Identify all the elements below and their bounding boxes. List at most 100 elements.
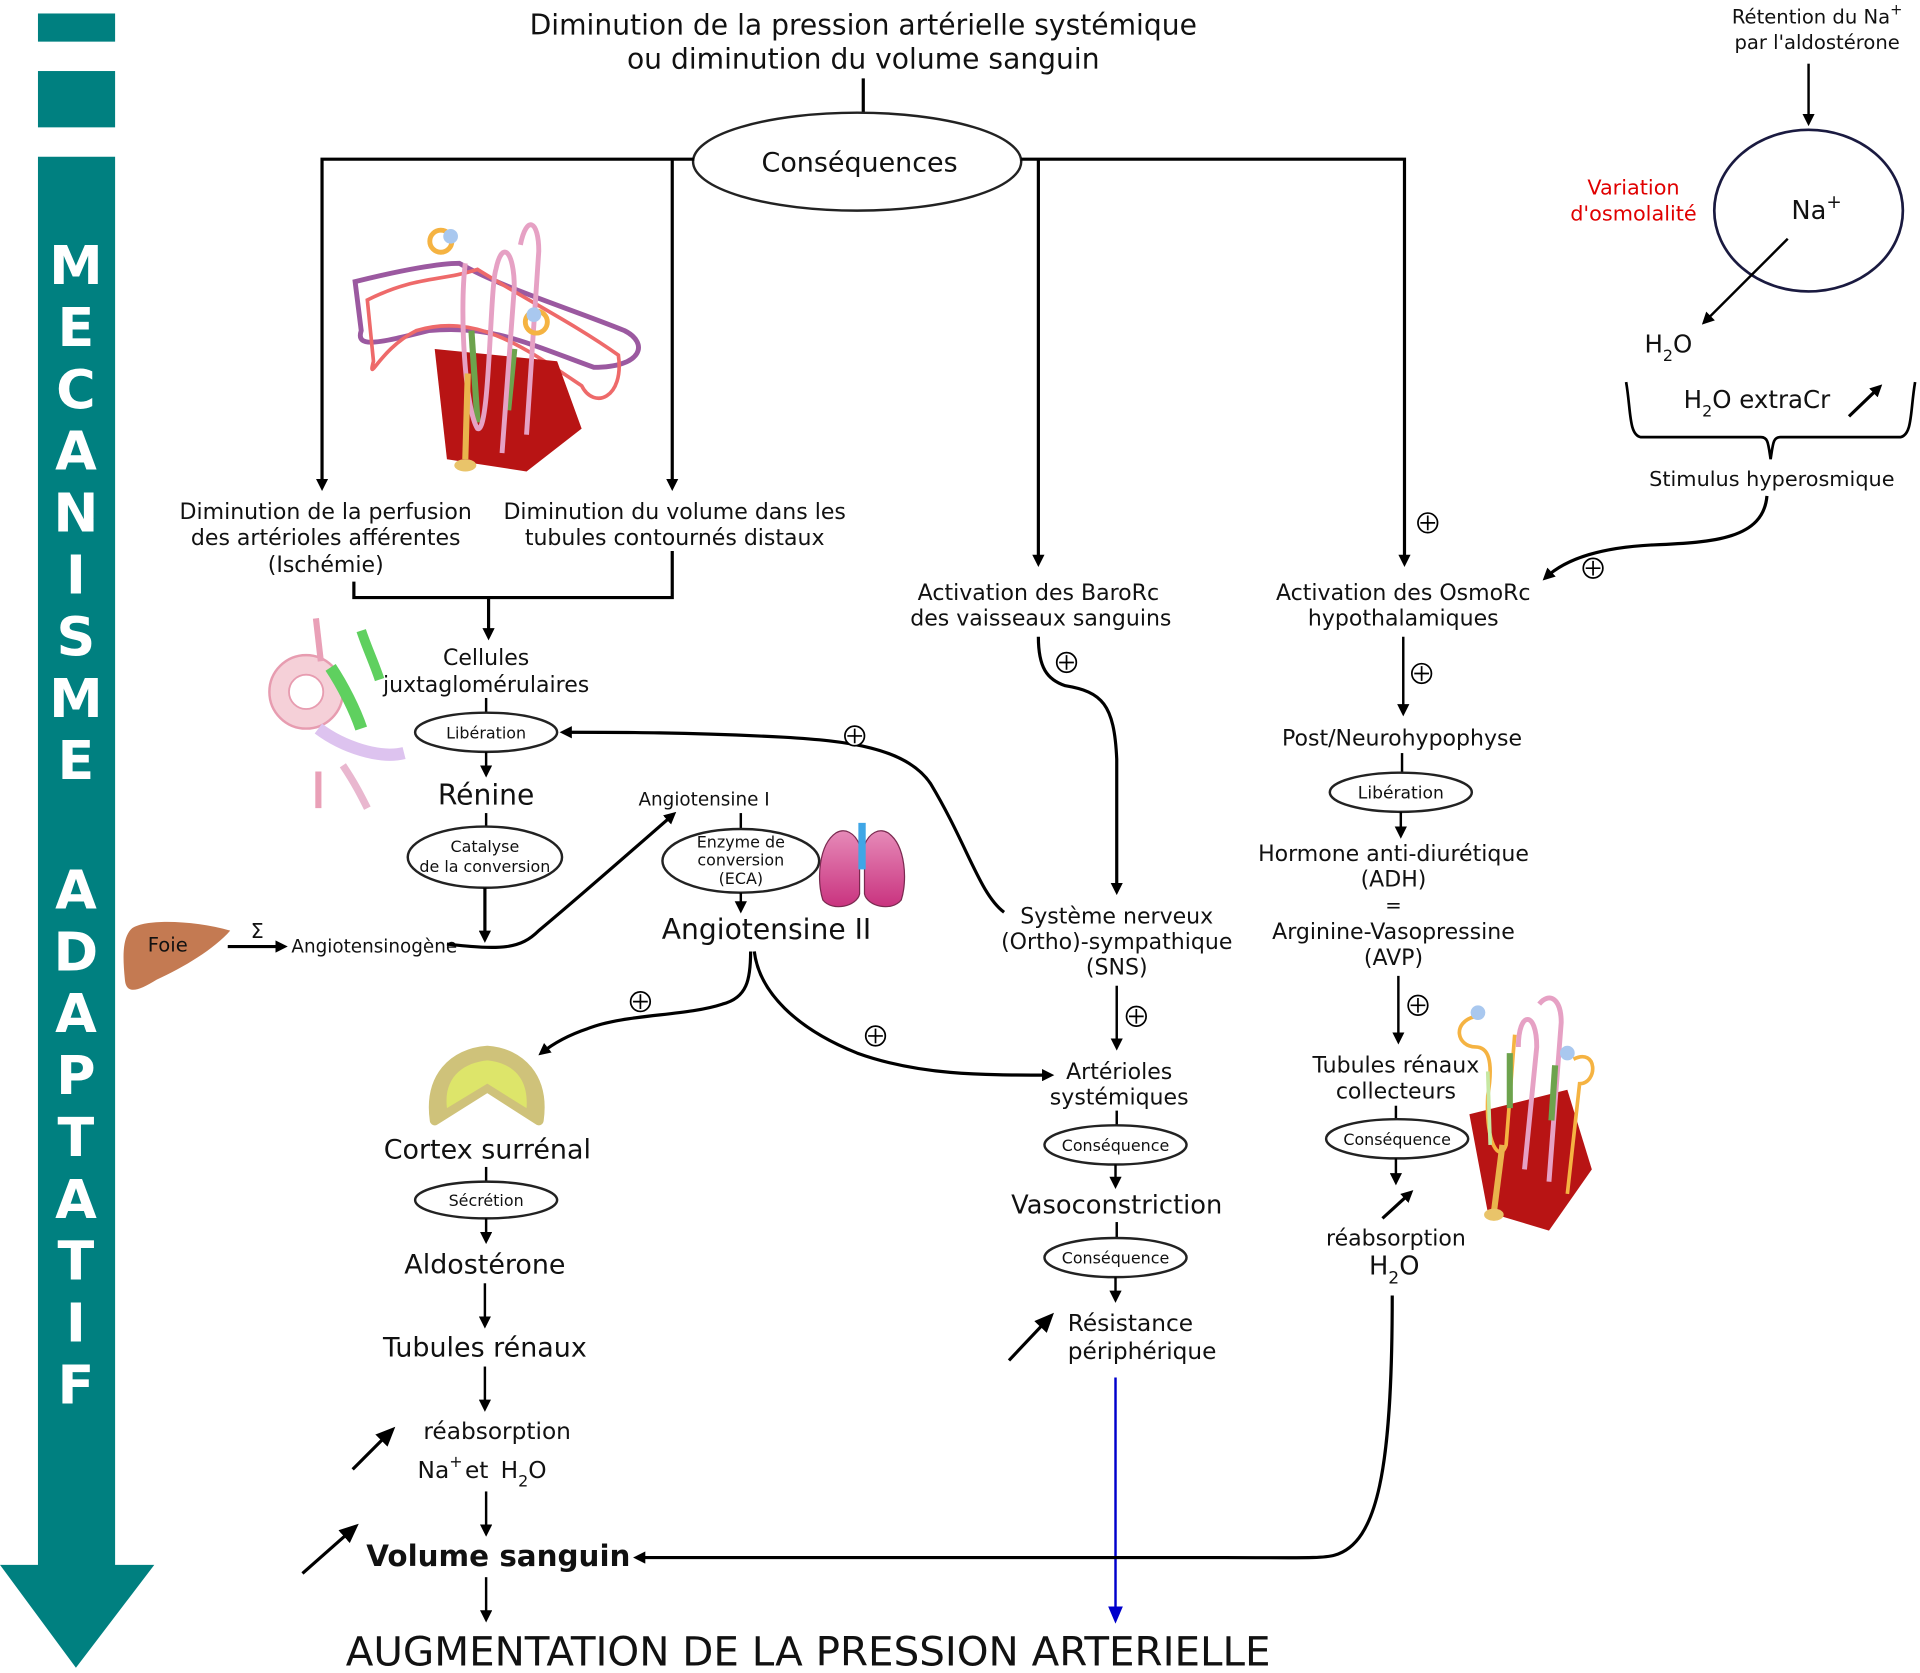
sidebar-bar-top: [37, 13, 116, 42]
juxta-line1: Cellules: [443, 646, 529, 671]
sns-line3: (SNS): [1086, 956, 1148, 981]
secretion-label: Sécrétion: [449, 1191, 524, 1210]
angiotensinogene-label: Angiotensinogène: [291, 937, 457, 958]
arrow-to-arterioles: [752, 951, 1055, 1082]
arrow-to-angiotensine1: [446, 811, 677, 949]
plus-sign: [864, 1025, 887, 1047]
adh-line1: Hormone anti-diurétique: [1258, 842, 1529, 867]
sidebar-letter: I: [66, 1291, 86, 1354]
branch-osmo: [1021, 157, 1411, 567]
sidebar-letter: I: [66, 543, 86, 606]
arterioles-line1: Artérioles: [1066, 1060, 1172, 1085]
consequence-label: Conséquence: [1062, 1136, 1170, 1155]
renine-label: Rénine: [438, 779, 534, 812]
increase-arrow-icon: [1007, 1312, 1054, 1362]
sidebar-letter: T: [58, 1230, 95, 1293]
na-label: Na+: [1791, 192, 1841, 226]
foie-label: Foie: [148, 933, 188, 956]
plus-sign: [1410, 662, 1433, 685]
sidebar-letter: A: [55, 1168, 97, 1231]
brace: [1624, 381, 1917, 460]
plus-sign: [1582, 557, 1604, 579]
arrow-baro-to-sns: [1036, 636, 1123, 896]
sidebar-letter: S: [57, 605, 96, 668]
increase-arrow-icon: [301, 1523, 359, 1575]
variation-line1: Variation: [1587, 176, 1679, 200]
collecteurs-line2: collecteurs: [1336, 1079, 1456, 1104]
sidebar-letter: F: [58, 1353, 95, 1416]
reabsorption-label: réabsorption: [423, 1418, 571, 1445]
arrow-h2o-to-volume: [633, 1295, 1394, 1564]
arrow-to-cortex: [538, 951, 753, 1056]
sns-line1: Système nerveux: [1020, 904, 1213, 929]
plus-sign: [1125, 1005, 1147, 1027]
retention-line1: Rétention du Na+: [1732, 2, 1903, 29]
tubules-line1: Diminution du volume dans les: [503, 500, 845, 525]
h2o-extracr-label: H2O extraCr: [1684, 385, 1831, 421]
sidebar-letter: P: [56, 1044, 95, 1107]
sidebar-letter: A: [55, 859, 97, 922]
sigma-symbol: Σ: [251, 919, 264, 943]
arrow-na-to-h2o: [1701, 237, 1789, 325]
consequences-node: [691, 111, 1023, 212]
liver-icon: [123, 921, 231, 990]
consequence-label: Conséquence: [1062, 1249, 1170, 1268]
osmo-line2: hypothalamiques: [1308, 607, 1499, 632]
lungs-icon: [818, 822, 906, 908]
sidebar-letter: E: [58, 296, 95, 359]
angiotensine1-label: Angiotensine I: [638, 790, 769, 811]
cortex-label: Cortex surrénal: [384, 1134, 591, 1165]
kidney-collecting-duct-illustration: [1457, 995, 1595, 1231]
adh-line2: (ADH): [1361, 868, 1427, 893]
increase-arrow-icon: [1381, 1190, 1414, 1220]
sidebar-letter: C: [56, 358, 96, 421]
eca-line2: conversion: [697, 851, 784, 870]
arrow-stimulus-to-osmorc: [1542, 495, 1769, 581]
plus-sign: [629, 990, 652, 1013]
sns-line2: (Ortho)-sympathique: [1001, 930, 1232, 955]
eca-line3: (ECA): [719, 869, 763, 888]
sidebar-letter: A: [55, 982, 97, 1045]
baro-line2: des vaisseaux sanguins: [910, 607, 1171, 632]
retention-line2: par l'aldostérone: [1734, 31, 1899, 54]
liberation-label: Libération: [1358, 783, 1444, 803]
resistance-line2: périphérique: [1068, 1338, 1217, 1365]
juxta-line2: juxtaglomérulaires: [382, 673, 589, 698]
plus-sign: [1407, 994, 1429, 1016]
eca-line1: Enzyme de: [697, 832, 785, 851]
sidebar-letter: E: [58, 729, 95, 792]
stimulus-label: Stimulus hyperosmique: [1649, 467, 1894, 491]
baro-line1: Activation des BaroRc: [918, 581, 1159, 606]
branch-perfusion: [315, 157, 695, 492]
h2o-label: H2O: [1369, 1252, 1419, 1289]
sidebar-arrow-body: [0, 156, 155, 1668]
collecteurs-line1: Tubules rénaux: [1312, 1054, 1480, 1079]
increase-arrow-icon: [351, 1426, 396, 1471]
equals-sign: =: [1385, 894, 1401, 917]
variation-line2: d'osmolalité: [1570, 201, 1697, 225]
sidebar-letter: M: [49, 667, 103, 730]
angiotensine2-label: Angiotensine II: [662, 913, 871, 946]
plus-sign: [1055, 651, 1078, 674]
sidebar-letter: N: [53, 481, 98, 544]
avp-line1: Arginine-Vasopressine: [1272, 920, 1515, 945]
tubules-renaux-label: Tubules rénaux: [382, 1333, 587, 1364]
consequences-label: Conséquences: [762, 147, 958, 178]
sidebar-letter: T: [58, 1106, 95, 1169]
sidebar-letter: A: [55, 420, 97, 483]
merge-connector: [352, 551, 674, 600]
cell-membrane-circle: [1712, 128, 1905, 293]
perfusion-line2: des artérioles afférentes: [191, 526, 461, 551]
perfusion-line3: (Ischémie): [268, 553, 384, 578]
catalyse-line1: Catalyse: [451, 837, 520, 856]
arterioles-line2: systémiques: [1050, 1085, 1189, 1110]
adrenal-gland-icon: [428, 1045, 545, 1126]
trigger-line1: Diminution de la pression artérielle sys…: [530, 8, 1197, 41]
plus-sign: [1417, 512, 1439, 534]
